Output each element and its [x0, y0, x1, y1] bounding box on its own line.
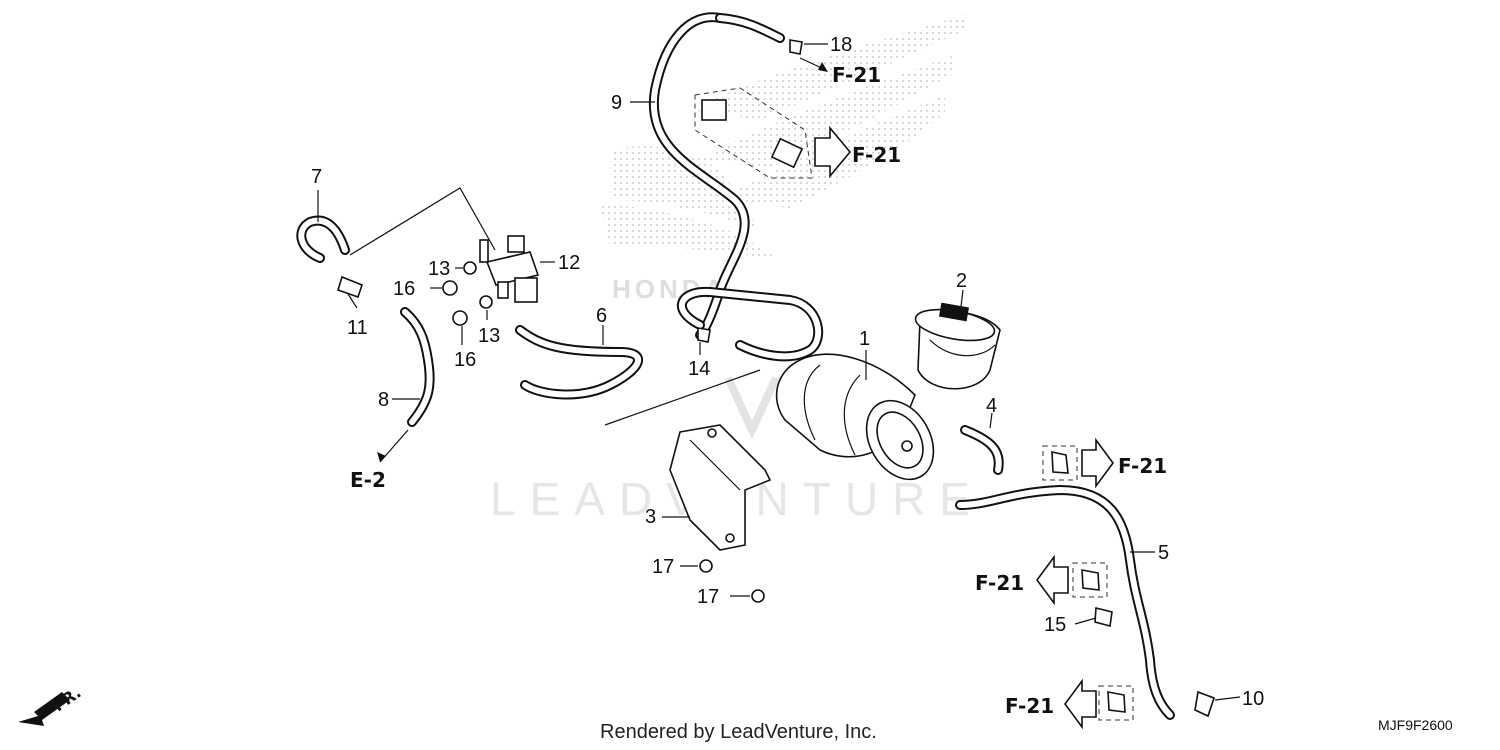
hose-clip-b — [770, 137, 804, 169]
callout-13-upper[interactable]: 13 — [428, 258, 450, 280]
nut-13-upper — [463, 261, 477, 275]
clip-group-outline — [694, 87, 813, 179]
ref-f21-bottom[interactable]: F-21 — [1005, 694, 1054, 718]
hose-8 — [400, 307, 435, 427]
callout-3[interactable]: 3 — [645, 506, 656, 528]
callout-16-lower[interactable]: 16 — [454, 349, 476, 371]
leader-lines — [317, 43, 1241, 701]
clip-box-upper — [1042, 445, 1078, 481]
clamp-15 — [1094, 606, 1113, 628]
callout-6[interactable]: 6 — [596, 305, 607, 327]
front-direction-marker: FR. — [18, 683, 85, 726]
callout-11[interactable]: 11 — [347, 317, 368, 339]
hose-loop-upper — [676, 286, 824, 362]
band-2 — [914, 302, 1001, 390]
clip-14 — [697, 327, 711, 343]
nut-13-lower — [479, 295, 493, 309]
callout-8[interactable]: 8 — [378, 389, 389, 411]
clip-box-lower — [1098, 685, 1134, 721]
callout-17-upper[interactable]: 17 — [652, 556, 674, 578]
callout-10[interactable]: 10 — [1242, 688, 1264, 710]
hose-clip-a — [701, 99, 727, 121]
callout-9[interactable]: 9 — [611, 92, 622, 114]
arrow-left-middle — [1036, 554, 1069, 606]
arrow-left-lower — [1064, 678, 1097, 730]
clip-18 — [789, 39, 803, 55]
ref-f21-top[interactable]: F-21 — [832, 63, 881, 87]
canister-1 — [775, 353, 935, 481]
callout-14[interactable]: 14 — [688, 358, 710, 380]
callout-16-upper[interactable]: 16 — [393, 278, 415, 300]
callout-7[interactable]: 7 — [311, 166, 322, 188]
nut-16-upper — [442, 280, 458, 296]
clip-box-middle — [1072, 562, 1108, 598]
bolt-17-upper — [699, 559, 713, 573]
diagram-code: MJF9F2600 — [1378, 717, 1453, 733]
ref-f21-middle[interactable]: F-21 — [975, 571, 1024, 595]
callout-18[interactable]: 18 — [830, 34, 852, 56]
callout-15[interactable]: 15 — [1044, 614, 1066, 636]
callout-4[interactable]: 4 — [986, 395, 997, 417]
hose-4 — [960, 425, 1004, 475]
fitting-11 — [337, 275, 363, 299]
hose-6 — [515, 325, 644, 400]
footer-credit: Rendered by LeadVenture, Inc. — [600, 721, 877, 743]
arrow-right-middle — [1081, 437, 1114, 489]
nut-16-lower — [452, 310, 468, 326]
clip-middle — [1081, 569, 1100, 591]
callout-13-lower[interactable]: 13 — [478, 325, 500, 347]
clip-lower — [1107, 691, 1126, 713]
arrow-e2 — [377, 452, 386, 462]
callout-2[interactable]: 2 — [956, 270, 967, 292]
ref-f21-upper[interactable]: F-21 — [852, 143, 901, 167]
arrow-right-upper — [814, 125, 852, 179]
ref-f21-right[interactable]: F-21 — [1118, 454, 1167, 478]
watermark-v-mark — [724, 376, 780, 440]
callout-5[interactable]: 5 — [1158, 542, 1169, 564]
leader-hose7-valve — [349, 187, 496, 256]
bolt-17-lower — [751, 589, 765, 603]
callout-12[interactable]: 12 — [558, 252, 580, 274]
purge-valve-12 — [479, 235, 540, 303]
ref-e2[interactable]: E-2 — [350, 468, 386, 492]
leader-hose6-canister — [604, 369, 761, 426]
clip-10 — [1194, 690, 1216, 718]
callout-1[interactable]: 1 — [859, 328, 870, 350]
bracket-3 — [669, 424, 772, 551]
callout-17-lower[interactable]: 17 — [697, 586, 719, 608]
hose-5 — [955, 485, 1175, 720]
clip-upper — [1051, 450, 1069, 474]
hose-7 — [296, 215, 350, 263]
